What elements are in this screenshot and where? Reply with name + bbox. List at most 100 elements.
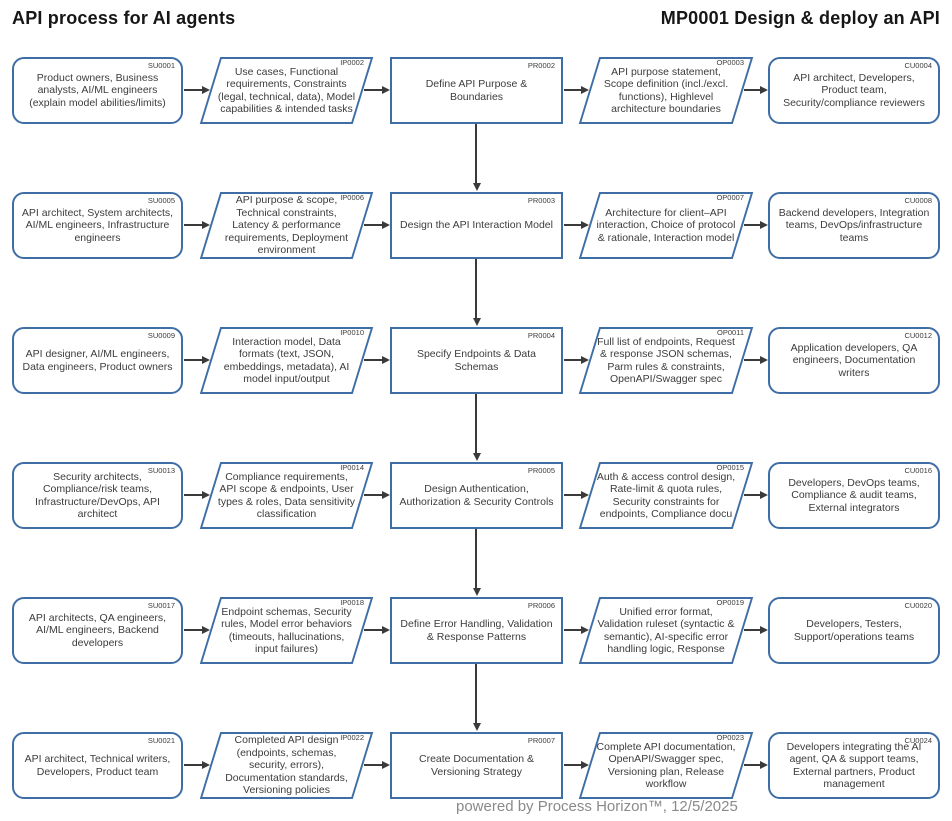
supplier-text: API architect, Technical writers, Develo… [24, 753, 171, 778]
arrow-right-icon [364, 761, 390, 769]
arrow-right-icon [744, 356, 768, 364]
node-id: CU0024 [904, 736, 932, 745]
arrow-down-icon [473, 124, 481, 191]
process-row-5: SU0017 API architects, QA engineers, AI/… [0, 597, 952, 664]
customer-node: CU0020 Developers, Testers, Support/oper… [768, 597, 940, 664]
node-id: SU0001 [147, 61, 175, 70]
arrow-right-icon [364, 86, 390, 94]
arrow-right-icon [564, 761, 589, 769]
supplier-node: SU0013 Security architects, Compliance/r… [12, 462, 183, 529]
input-node: IP0014 Compliance requirements, API scop… [199, 462, 374, 529]
input-text: Completed API design (endpoints, schemas… [225, 734, 348, 797]
arrow-down-icon [473, 664, 481, 731]
customer-text: Developers integrating the AI agent, QA … [786, 740, 922, 791]
process-text: Design the API Interaction Model [400, 219, 553, 232]
customer-text: Backend developers, Integration teams, D… [778, 206, 930, 244]
node-id: IP0014 [340, 463, 364, 472]
arrow-down-icon [473, 529, 481, 596]
node-id: PR0007 [527, 736, 555, 745]
input-text: API purpose & scope, Technical constrain… [224, 194, 349, 257]
input-node: IP0018 Endpoint schemas, Security rules,… [199, 597, 374, 664]
output-text: Architecture for client–API interaction,… [596, 206, 736, 244]
arrow-right-icon [364, 356, 390, 364]
node-id: CU0020 [904, 601, 932, 610]
input-node: IP0010 Interaction model, Data formats (… [199, 327, 374, 394]
output-node: OP0015 Auth & access control design, Rat… [578, 462, 754, 529]
process-node: PR0007 Create Documentation & Versioning… [390, 732, 563, 799]
supplier-text: API architects, QA engineers, AI/ML engi… [28, 611, 167, 649]
arrow-right-icon [744, 86, 768, 94]
arrow-right-icon [184, 221, 210, 229]
customer-node: CU0008 Backend developers, Integration t… [768, 192, 940, 259]
arrow-right-icon [564, 221, 589, 229]
output-text: Complete API documentation, OpenAPI/Swag… [596, 740, 736, 791]
arrow-right-icon [184, 356, 210, 364]
page-title: API process for AI agents [12, 8, 236, 28]
output-text: Auth & access control design, Rate-limit… [596, 470, 736, 521]
supplier-text: Product owners, Business analysts, AI/ML… [29, 71, 166, 109]
node-id: PR0004 [527, 331, 555, 340]
output-node: OP0019 Unified error format, Validation … [578, 597, 754, 664]
input-node: IP0002 Use cases, Functional requirement… [199, 57, 374, 124]
node-id: SU0017 [147, 601, 175, 610]
arrow-right-icon [364, 626, 390, 634]
powered-by-footer: powered by Process Horizon™, 12/5/2025 [456, 798, 738, 815]
node-id: PR0002 [527, 61, 555, 70]
process-text: Define Error Handling, Validation & Resp… [400, 618, 553, 643]
process-row-6: SU0021 API architect, Technical writers,… [0, 732, 952, 799]
customer-node: CU0016 Developers, DevOps teams, Complia… [768, 462, 940, 529]
arrow-down-icon [473, 394, 481, 461]
input-text: Interaction model, Data formats (text, J… [223, 335, 350, 386]
node-id: CU0016 [904, 466, 932, 475]
output-node: OP0003 API purpose statement, Scope defi… [578, 57, 754, 124]
node-id: OP0019 [716, 598, 744, 607]
node-id: OP0023 [716, 733, 744, 742]
arrow-right-icon [744, 221, 768, 229]
process-text: Specify Endpoints & Data Schemas [416, 348, 537, 373]
node-id: PR0003 [527, 196, 555, 205]
supplier-node: SU0009 API designer, AI/ML engineers, Da… [12, 327, 183, 394]
supplier-text: Security architects, Compliance/risk tea… [35, 470, 160, 521]
process-node: PR0003 Design the API Interaction Model [390, 192, 563, 259]
customer-node: CU0012 Application developers, QA engine… [768, 327, 940, 394]
process-node: PR0004 Specify Endpoints & Data Schemas [390, 327, 563, 394]
supplier-text: API designer, AI/ML engineers, Data engi… [22, 348, 173, 373]
node-id: IP0022 [340, 733, 364, 742]
process-text: Define API Purpose & Boundaries [425, 78, 528, 103]
process-row-3: SU0009 API designer, AI/ML engineers, Da… [0, 327, 952, 394]
output-text: Full list of endpoints, Request & respon… [597, 335, 735, 386]
node-id: CU0012 [904, 331, 932, 340]
process-text: Create Documentation & Versioning Strate… [419, 753, 534, 778]
output-node: OP0007 Architecture for client–API inter… [578, 192, 754, 259]
process-node: PR0005 Design Authentication, Authorizat… [390, 462, 563, 529]
input-node: IP0006 API purpose & scope, Technical co… [199, 192, 374, 259]
process-row-1: SU0001 Product owners, Business analysts… [0, 57, 952, 124]
node-id: IP0018 [340, 598, 364, 607]
node-id: CU0008 [904, 196, 932, 205]
customer-text: Developers, DevOps teams, Compliance & a… [788, 476, 920, 514]
supplier-text: API architect, System architects, AI/ML … [21, 206, 174, 244]
process-node: PR0002 Define API Purpose & Boundaries [390, 57, 563, 124]
supplier-node: SU0005 API architect, System architects,… [12, 192, 183, 259]
customer-text: Application developers, QA engineers, Do… [790, 341, 918, 379]
output-text: API purpose statement, Scope definition … [603, 65, 729, 116]
customer-text: API architect, Developers, Product team,… [783, 71, 925, 109]
supplier-node: SU0021 API architect, Technical writers,… [12, 732, 183, 799]
input-text: Compliance requirements, API scope & end… [217, 470, 356, 521]
node-id: PR0006 [527, 601, 555, 610]
process-map-title: MP0001 Design & deploy an API [660, 8, 940, 28]
arrow-right-icon [564, 86, 589, 94]
node-id: OP0003 [716, 58, 744, 67]
output-text: Unified error format, Validation ruleset… [597, 605, 735, 656]
arrow-down-icon [473, 259, 481, 326]
output-node: OP0011 Full list of endpoints, Request &… [578, 327, 754, 394]
customer-node: CU0004 API architect, Developers, Produc… [768, 57, 940, 124]
process-text: Design Authentication, Authorization & S… [399, 483, 554, 508]
process-row-4: SU0013 Security architects, Compliance/r… [0, 462, 952, 529]
node-id: OP0007 [716, 193, 744, 202]
node-id: OP0015 [716, 463, 744, 472]
node-id: IP0002 [340, 58, 364, 67]
arrow-right-icon [564, 356, 589, 364]
input-text: Use cases, Functional requirements, Cons… [217, 65, 356, 116]
arrow-right-icon [744, 761, 768, 769]
